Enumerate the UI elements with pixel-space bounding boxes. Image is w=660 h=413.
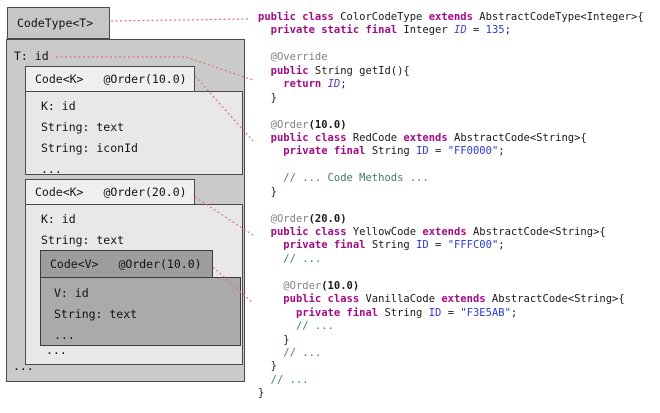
code-line: }	[258, 360, 277, 373]
code-k2-header: Code<K> @Order(20.0)	[25, 179, 195, 205]
code-line: private static final Integer ID = 135;	[270, 24, 511, 37]
code-line: public class ColorCodeType extends Abstr…	[258, 11, 644, 23]
code-k2-ellipsis: ...	[46, 343, 67, 357]
field-label: ...	[54, 328, 75, 342]
field-label: V: id	[54, 286, 89, 300]
code-line	[258, 38, 644, 51]
code-line: @Order(10.0)	[270, 118, 347, 131]
code-v-order-annotation: @Order(10.0)	[118, 257, 202, 271]
code-k1-title: Code<K>	[35, 72, 84, 86]
code-line: public class YellowCode extends Abstract…	[270, 226, 606, 238]
field-label: String: iconId	[41, 141, 138, 155]
code-v-header: Code<V> @Order(10.0)	[40, 250, 213, 278]
code-k1-order-annotation: @Order(10.0)	[103, 72, 187, 86]
code-line: public class VanillaCode extends Abstrac…	[283, 293, 625, 306]
code-k1-header: Code<K> @Order(10.0)	[25, 66, 195, 92]
field-label: String: text	[54, 307, 138, 321]
code-line: // ...	[283, 252, 322, 265]
field-label: ...	[41, 162, 62, 176]
code-line: }	[258, 185, 277, 198]
codetype-tab-box: CodeType<T>	[7, 7, 110, 39]
field-label: K: id	[41, 99, 76, 113]
code-line: // ...	[295, 320, 334, 333]
code-line: @Override	[270, 51, 328, 64]
code-v-body: V: id String: text...	[40, 277, 241, 346]
code-line: private final String ID = "FFFC00";	[283, 239, 505, 252]
code-line	[258, 199, 644, 212]
code-line: }	[258, 91, 277, 104]
code-line	[258, 159, 644, 172]
code-block: public class ColorCodeType extends Abstr…	[258, 11, 644, 401]
code-line: public class RedCode extends AbstractCod…	[270, 131, 587, 144]
code-k2-order-annotation: @Order(20.0)	[103, 185, 187, 199]
code-line: private final String ID = "FF0000";	[283, 145, 505, 158]
code-line: private final String ID = "F3E5AB";	[295, 306, 518, 319]
codetype-tab-label: CodeType<T>	[17, 16, 94, 30]
field-label: K: id	[41, 212, 76, 226]
code-line: }	[258, 333, 290, 346]
code-line	[258, 105, 644, 118]
connector-codetype	[110, 18, 250, 22]
code-v-title: Code<V>	[50, 257, 99, 271]
code-line: public String getId(){	[270, 64, 410, 77]
code-line: // ...	[270, 373, 309, 386]
code-line: @Order(20.0)	[270, 212, 347, 225]
code-line: // ... Code Methods ...	[283, 172, 429, 185]
code-line: }	[258, 387, 265, 400]
code-line: return ID;	[283, 78, 347, 91]
code-line: // ...	[283, 346, 322, 359]
code-line: @Order(10.0)	[283, 279, 360, 292]
code-k2-title: Code<K>	[35, 185, 84, 199]
type-param-label: T: id	[14, 49, 49, 63]
code-line	[258, 266, 644, 279]
field-label: String: text	[41, 233, 125, 247]
container-ellipsis: ...	[13, 359, 34, 373]
field-label: String: text	[41, 120, 125, 134]
